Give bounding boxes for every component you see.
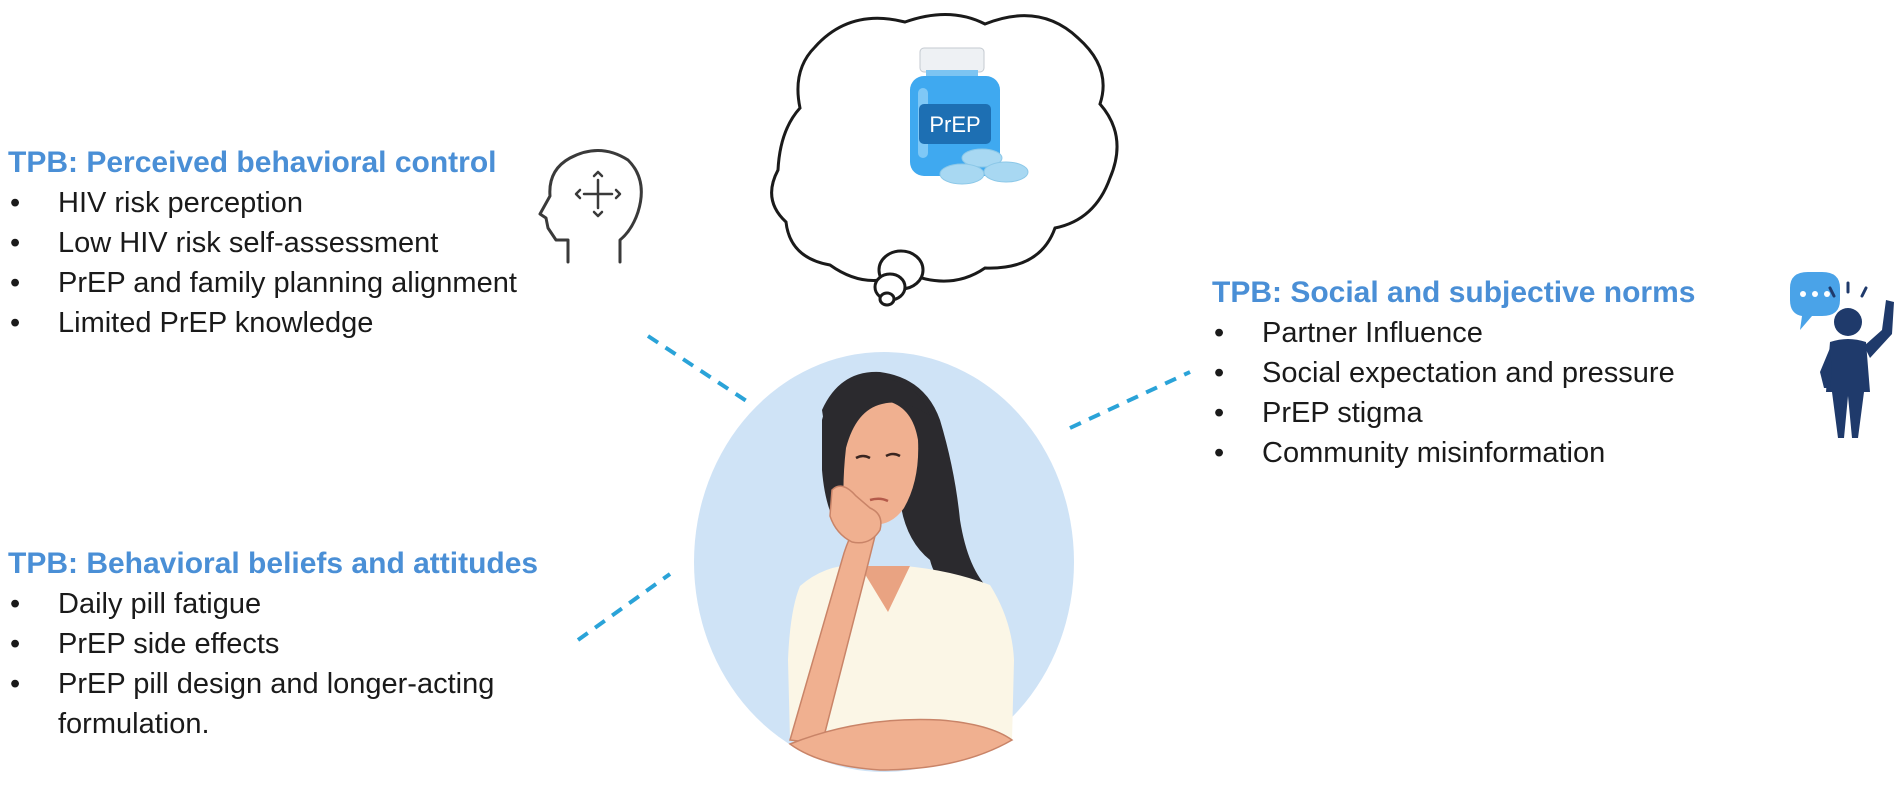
woman-crossed-arm [788, 718, 1014, 771]
chat-bubble-icon [1790, 272, 1840, 330]
attention-marks [1828, 281, 1868, 298]
list-item: Limited PrEP knowledge [8, 303, 628, 343]
list-behavioral-beliefs: Daily pill fatigue PrEP side effects PrE… [8, 584, 648, 744]
woman-eye-right [885, 452, 901, 458]
pill-back [961, 148, 1003, 168]
heading-perceived-behavioral-control: TPB: Perceived behavioral control [8, 146, 497, 179]
person-body [1826, 339, 1870, 438]
group-social-subjective-norms: TPB: Social and subjective norms Partner… [1212, 273, 1772, 473]
list-item: Low HIV risk self-assessment [8, 223, 628, 263]
pill-right [983, 161, 1029, 183]
thought-bubble-small [878, 291, 896, 307]
list-social-subjective-norms: Partner Influence Social expectation and… [1212, 313, 1772, 473]
heading-social-subjective-norms: TPB: Social and subjective norms [1212, 276, 1696, 309]
woman-eye-left [855, 454, 871, 460]
pills-icon [939, 148, 1029, 185]
list-item: PrEP pill design and longer-acting formu… [8, 664, 578, 744]
list-item: PrEP side effects [8, 624, 648, 664]
connector-beliefs [576, 572, 672, 642]
connector-control [646, 334, 750, 404]
speech-person-icon [1790, 272, 1894, 438]
woman-mouth [869, 497, 889, 503]
heading-behavioral-beliefs: TPB: Behavioral beliefs and attitudes [8, 547, 539, 580]
list-item: PrEP and family planning alignment [8, 263, 628, 303]
person-lower-arm [1820, 348, 1832, 388]
connector-norms [1069, 370, 1191, 430]
person-figure [1820, 300, 1894, 438]
list-item: Partner Influence [1212, 313, 1772, 353]
list-item: Social expectation and pressure [1212, 353, 1772, 393]
bottle-label-text: PrEP [929, 112, 980, 137]
list-item: Community misinformation [1212, 433, 1772, 473]
list-item: PrEP stigma [1212, 393, 1772, 433]
woman-neckline [860, 566, 910, 612]
bottle-neck [926, 70, 978, 80]
connectors [576, 334, 1191, 642]
pill-left [939, 163, 985, 185]
list-item: HIV risk perception [8, 183, 628, 223]
list-perceived-behavioral-control: HIV risk perception Low HIV risk self-as… [8, 183, 628, 343]
group-perceived-behavioral-control: TPB: Perceived behavioral control HIV ri… [8, 143, 628, 343]
bottle-label [919, 104, 991, 144]
person-raised-arm [1864, 300, 1894, 358]
woman-hand [829, 485, 882, 544]
list-item: Daily pill fatigue [8, 584, 648, 624]
woman-hair-front [822, 378, 930, 540]
woman-face [838, 400, 919, 525]
thinking-woman-illustration [694, 352, 1074, 772]
group-behavioral-beliefs: TPB: Behavioral beliefs and attitudes Da… [8, 544, 648, 744]
bottle-cap [919, 47, 985, 73]
person-head [1834, 308, 1862, 336]
